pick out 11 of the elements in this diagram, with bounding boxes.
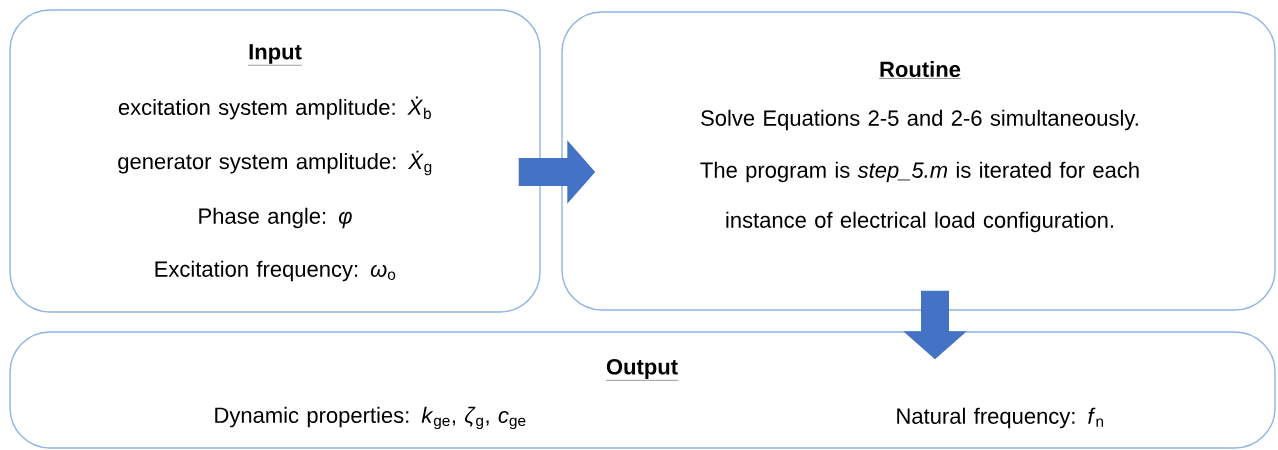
body-text: Solve Equations 2-5 and 2-6 simultaneously. — [701, 109, 1138, 131]
body-text: Excitation frequency: ω$_{o}$ — [155, 260, 396, 282]
body-text: The program is step_5.m is iterated for each instance of electrical load configuration. — [700, 161, 1139, 233]
body-text: Dynamic properties: k$_{ge}$, ζ$_{g}$, c$_{ge}$ — [215, 406, 526, 430]
body-text: generator system amplitude: Ẋ$_{g}$ — [118, 150, 432, 176]
heading: Routine — [878, 60, 962, 79]
heading: Output — [605, 359, 679, 381]
heading: Input — [247, 44, 303, 66]
body-text: excitation system amplitude: Ẋ$_{b}$ — [118, 96, 431, 120]
body-text: Phase angle: φ — [199, 207, 352, 229]
body-text: Natural frequency: f$_{n}$ — [897, 407, 1103, 429]
